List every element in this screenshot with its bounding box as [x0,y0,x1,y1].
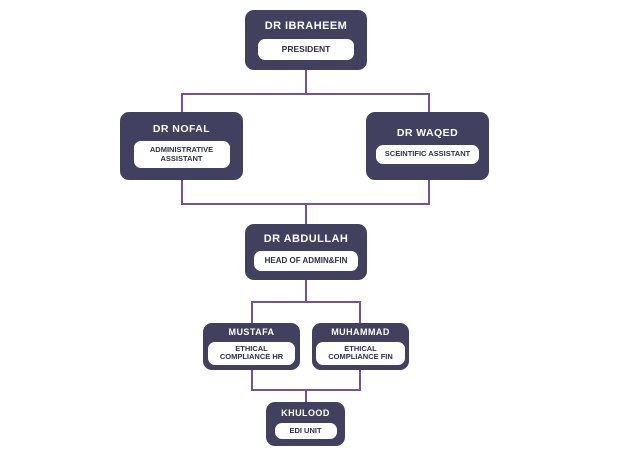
node-ethical-compliance-hr[interactable]: MUSTAFA ETHICAL COMPLIANCE HR [203,323,300,370]
connector-president-down [305,70,307,94]
connector-to-nofal [181,93,183,113]
connector-to-muhammad [359,301,361,323]
node-president-role: PRESIDENT [258,38,354,61]
node-edi-unit[interactable]: KHULOOD EDI UNIT [266,402,345,446]
connector-muhammad-down [359,370,361,390]
connector-to-abdullah [305,203,307,224]
node-administrative-assistant[interactable]: DR NOFAL ADMINISTRATIVE ASSISTANT [120,112,243,180]
node-president[interactable]: DR IBRAHEEM PRESIDENT [245,10,367,70]
connector-level4-bus [251,301,361,303]
connector-to-khulood [305,389,307,402]
connector-to-waqed [428,93,430,113]
node-khulood-name: KHULOOD [281,407,330,418]
node-mustafa-name: MUSTAFA [228,326,275,337]
connector-abdullah-down [305,280,307,302]
connector-nofal-down [181,180,183,204]
node-nofal-name: DR NOFAL [152,122,211,135]
node-ethical-compliance-fin[interactable]: MUHAMMAD ETHICAL COMPLIANCE FIN [312,323,409,370]
node-khulood-role: EDI UNIT [274,422,337,440]
node-nofal-role: ADMINISTRATIVE ASSISTANT [133,141,230,169]
connector-to-mustafa [251,301,253,323]
node-waqed-role: SCEINTIFIC ASSISTANT [376,145,479,165]
node-mustafa-role: ETHICAL COMPLIANCE HR [208,341,295,366]
node-muhammad-role: ETHICAL COMPLIANCE FIN [316,341,405,366]
node-abdullah-name: DR ABDULLAH [263,233,349,246]
node-scientific-assistant[interactable]: DR WAQED SCEINTIFIC ASSISTANT [366,112,489,180]
connector-mustafa-down [251,370,253,390]
node-muhammad-name: MUHAMMAD [331,326,390,337]
connector-level2-bus [181,93,430,95]
node-president-name: DR IBRAHEEM [264,19,348,32]
node-abdullah-role: HEAD OF ADMIN&FIN [254,251,358,271]
connector-waqed-down [428,180,430,204]
node-head-admin-fin[interactable]: DR ABDULLAH HEAD OF ADMIN&FIN [245,224,367,280]
node-waqed-name: DR WAQED [396,126,459,139]
